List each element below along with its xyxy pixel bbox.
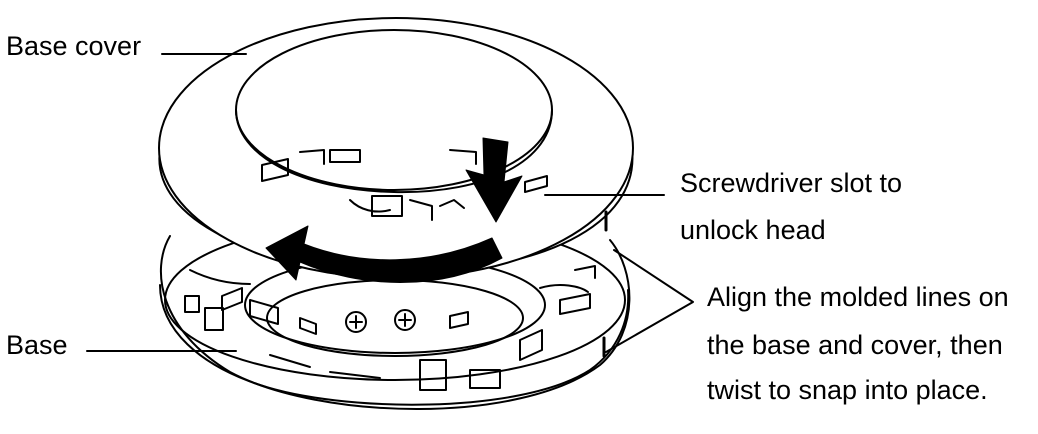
base-label: Base xyxy=(6,330,68,360)
screwdriver-slot-label-line2: unlock head xyxy=(680,215,826,245)
curved-left-arrow-icon xyxy=(265,225,503,283)
base-cover-illustration xyxy=(158,17,634,279)
base-cover-label: Base cover xyxy=(6,31,142,61)
down-arrow-icon xyxy=(465,137,523,223)
align-leader xyxy=(605,249,694,353)
screwdriver-slot-label-line1: Screwdriver slot to xyxy=(680,168,903,198)
align-instruction-line3: twist to snap into place. xyxy=(707,375,988,405)
leader-lines xyxy=(86,53,694,353)
align-instruction-line2: the base and cover, then xyxy=(707,330,1003,360)
align-instruction-line1: Align the molded lines on xyxy=(707,282,1009,312)
